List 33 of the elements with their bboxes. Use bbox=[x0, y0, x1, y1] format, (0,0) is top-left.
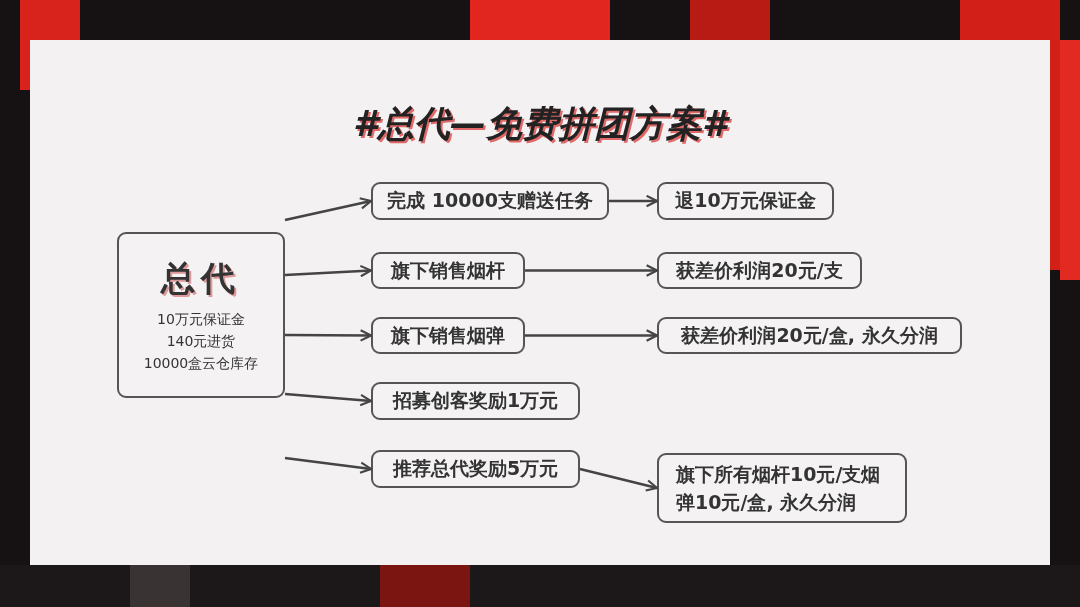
heading: 总代 bbox=[161, 257, 241, 300]
detail-text: 10万元保证金 bbox=[157, 310, 245, 329]
step-text: 旗下所有烟杆10元/支烟弹10元/盒, 永久分润 bbox=[676, 462, 882, 515]
step-box bbox=[657, 182, 834, 220]
arrow bbox=[284, 264, 373, 278]
step-text: 旗下销售烟杆 bbox=[391, 257, 505, 283]
step-text: 招募创客奖励1万元 bbox=[392, 388, 559, 413]
step-box bbox=[371, 450, 580, 488]
arrow bbox=[609, 194, 659, 208]
arrow bbox=[285, 329, 373, 342]
step-box bbox=[657, 453, 907, 523]
step-box bbox=[371, 382, 580, 420]
step-box bbox=[371, 252, 525, 289]
step-box bbox=[371, 317, 525, 354]
title: #总代—免费拼团方案# bbox=[351, 102, 731, 146]
step-box bbox=[657, 252, 862, 289]
step-text: 退10万元保证金 bbox=[675, 188, 816, 213]
agent-box bbox=[117, 232, 285, 398]
step-box bbox=[371, 182, 609, 220]
detail-text: 10000盒云仓库存 bbox=[143, 354, 259, 373]
arrow bbox=[579, 467, 659, 492]
arrow bbox=[284, 456, 373, 474]
step-text: 旗下销售烟弹 bbox=[391, 322, 505, 348]
step-text: 获差价利润20元/支 bbox=[676, 257, 843, 283]
step-text: 推荐总代奖励5万元 bbox=[392, 456, 559, 481]
arrow bbox=[525, 264, 659, 277]
step-box bbox=[657, 317, 962, 354]
arrow bbox=[284, 197, 373, 222]
step-text: 获差价利润20元/盒, 永久分润 bbox=[681, 322, 938, 348]
arrow bbox=[284, 392, 373, 407]
arrow bbox=[525, 329, 659, 342]
step-text: 完成 10000支赠送任务 bbox=[387, 188, 593, 213]
detail-text: 140元进货 bbox=[166, 332, 236, 351]
